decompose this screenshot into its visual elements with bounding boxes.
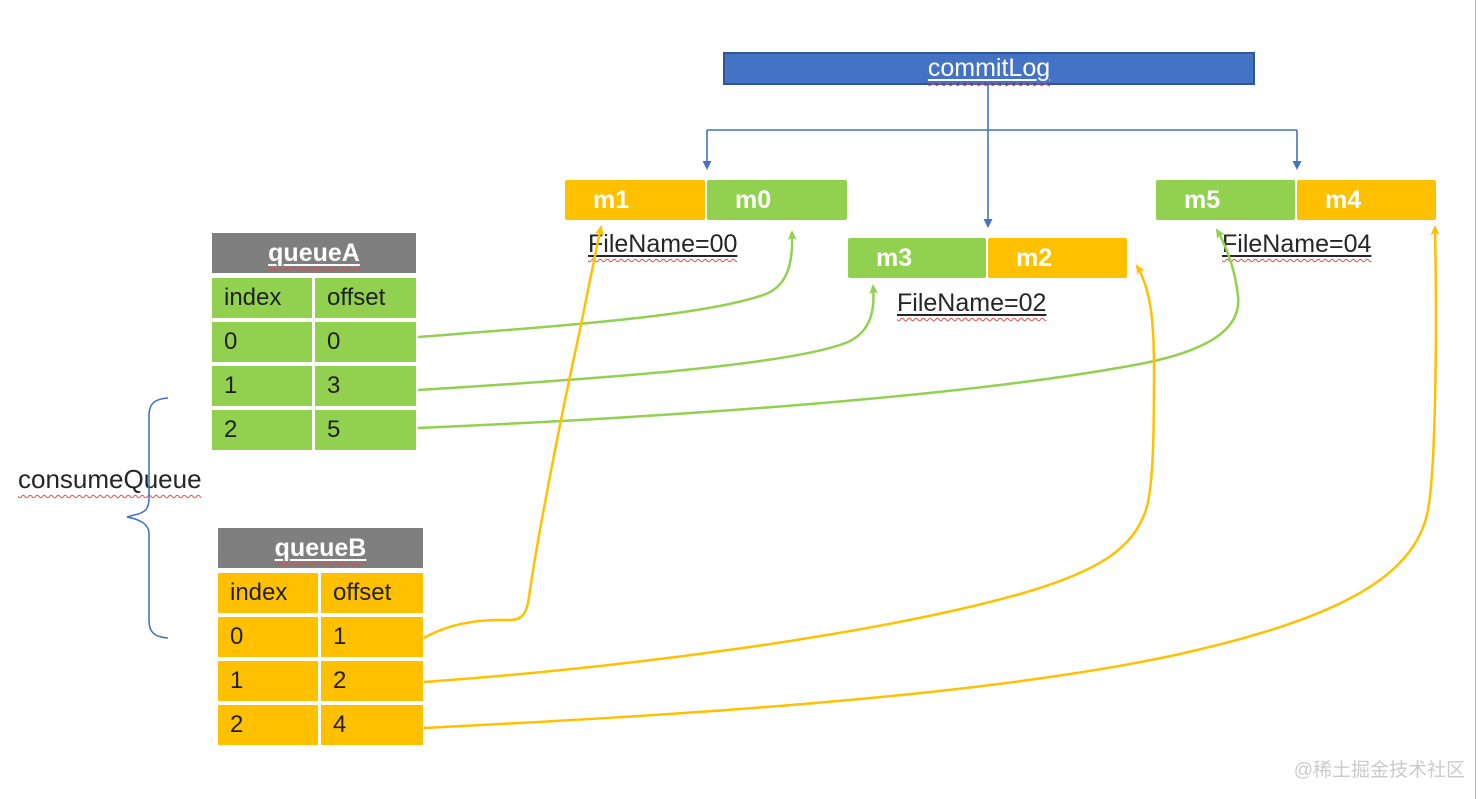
queue-b-column-header-index: index <box>218 573 318 613</box>
message-label-m2: m2 <box>1016 243 1053 272</box>
queue-a-row1-index: 1 <box>212 366 312 406</box>
queue-a-row2-index: 2 <box>212 410 312 450</box>
queue-a-row2-offset: 5 <box>315 410 416 450</box>
queue-b-row0-index: 0 <box>218 617 318 657</box>
message-box-m1: m1 <box>565 180 705 220</box>
arrow-queuea-offset3-to-m3 <box>417 284 879 392</box>
queue-b-row2-index: 2 <box>218 705 318 745</box>
consume-queue-label: consumeQueue <box>18 464 202 494</box>
queue-a-row0-index: 0 <box>212 322 312 362</box>
queue-b-title: queueB <box>218 528 423 568</box>
message-box-m0: m0 <box>707 180 847 220</box>
queue-a-table: queueA index offset 0 0 1 3 2 5 <box>212 233 416 450</box>
message-label-m4: m4 <box>1325 185 1362 214</box>
watermark-text: @稀土掘金技术社区 <box>1293 760 1465 781</box>
message-label-m1: m1 <box>593 185 630 214</box>
arrow-queueb-offset2-to-m2 <box>423 264 1156 684</box>
message-label-m3: m3 <box>876 243 913 272</box>
queue-a-row0-offset: 0 <box>315 322 416 362</box>
queue-b-row1-index: 1 <box>218 661 318 701</box>
message-box-m3: m3 <box>848 238 986 278</box>
queue-b-column-header-offset: offset <box>321 573 423 613</box>
filename-02-label: FileName=02 <box>897 289 1047 317</box>
queue-a-row1-offset: 3 <box>315 366 416 406</box>
arrow-queueb-offset1-to-m1 <box>423 225 604 640</box>
message-label-m5: m5 <box>1184 185 1221 214</box>
queue-b-row2-offset: 4 <box>321 705 423 745</box>
message-label-m0: m0 <box>735 185 772 214</box>
commitlog-box: commitLog <box>723 52 1255 85</box>
message-box-m5: m5 <box>1156 180 1295 220</box>
commitlog-label: commitLog <box>927 54 1051 82</box>
filename-00-label: FileName=00 <box>588 230 738 258</box>
queue-b-table: queueB index offset 0 1 1 2 2 4 <box>218 528 423 745</box>
message-box-m4: m4 <box>1297 180 1436 220</box>
queue-a-column-header-offset: offset <box>315 278 416 318</box>
page-edge-line <box>1475 0 1476 799</box>
filename-04-label: FileName=04 <box>1222 230 1372 258</box>
queue-b-row0-offset: 1 <box>321 617 423 657</box>
queue-b-row1-offset: 2 <box>321 661 423 701</box>
message-box-m2: m2 <box>988 238 1127 278</box>
queue-a-column-header-index: index <box>212 278 312 318</box>
queue-a-title: queueA <box>212 233 416 273</box>
consume-queue-brace <box>126 397 169 639</box>
